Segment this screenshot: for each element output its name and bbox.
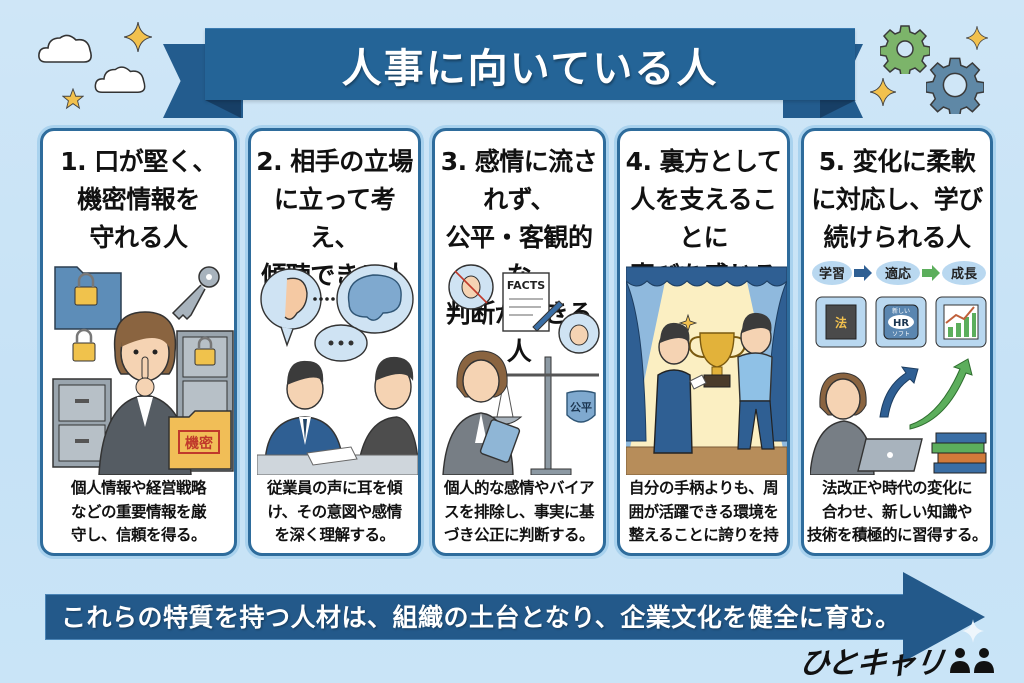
sparkle-icon <box>962 619 984 643</box>
people-icon <box>950 648 995 673</box>
step-learn: 学習 <box>819 266 845 282</box>
page-title: 人事に向いている人 <box>341 45 719 92</box>
card-1: 1. 口が堅く、 機密情報を 守れる人 機密 <box>40 128 237 556</box>
cloud-icon <box>38 34 92 63</box>
card-title: 4. 裏方として 人を支えることに 喜びを感じる人 <box>625 147 782 328</box>
software-label-top: 新しい <box>892 307 910 315</box>
card-title: 1. 口が堅く、 機密情報を 守れる人 <box>60 147 217 252</box>
facts-label: FACTS <box>507 279 545 292</box>
law-book-label: 法 <box>835 315 847 330</box>
card-5: 5. 変化に柔軟 に対応し、学び 続けられる人 学習 適応 成長 法 新しい H… <box>801 128 993 556</box>
card-description: 自分の手柄よりも、周 囲が活躍できる環境を 整えることに誇りを持つ。 <box>628 479 779 553</box>
card-title: 2. 相手の立場 に立って考え、 傾聴できる人 <box>256 147 413 290</box>
sparkle-icon <box>966 26 988 50</box>
card-description: 法改正や時代の変化に 合わせ、新しい知識や 技術を積極的に習得する。 <box>806 479 988 544</box>
illustration-learning-growth: 学習 適応 成長 法 新しい HR ソフト <box>810 261 987 475</box>
illustration-confidential-woman: 機密 <box>52 266 234 475</box>
title-ribbon: 人事に向いている人 <box>205 28 855 100</box>
sparkle-icon <box>870 78 896 106</box>
footer-message: これらの特質を持つ人材は、組織の土台となり、企業文化を健全に育む。 <box>61 603 901 632</box>
card-description: 個人的な感情やバイア スを排除し、事実に基 づき公正に判断する。 <box>443 479 595 544</box>
card-description: 従業員の声に耳を傾 け、その意図や感情 を深く理解する。 <box>266 479 403 544</box>
gear-icon <box>880 25 930 74</box>
illustration-fair-judgment: FACTS 公平 <box>442 264 600 475</box>
software-label-bottom: ソフト <box>892 331 910 338</box>
card-description: 個人情報や経営戦略 などの重要情報を厳 守し、信頼を得る。 <box>70 479 207 544</box>
stamp-label: 機密 <box>185 435 213 452</box>
card-title: 5. 変化に柔軟 に対応し、学び 続けられる人 <box>811 147 983 252</box>
logo-text: ひとキャリ <box>797 646 947 681</box>
cloud-icon <box>94 66 146 93</box>
step-grow: 成長 <box>951 266 978 282</box>
star-icon <box>62 88 84 110</box>
gear-icon <box>926 57 984 114</box>
fairness-label: 公平 <box>570 401 592 414</box>
illustration-trophy-stage <box>626 266 787 475</box>
step-adapt: 適応 <box>885 266 911 282</box>
sparkle-icon <box>124 22 152 52</box>
card-4: 4. 裏方として 人を支えることに 喜びを感じる人 自分の手柄よりも、周 囲が活… <box>617 128 790 556</box>
brand-logo: ひとキャリ <box>797 640 998 681</box>
arrow-shaft <box>45 594 905 640</box>
footer-arrow-banner: これらの特質を持つ人材は、組織の土台となり、企業文化を健全に育む。 <box>45 572 985 662</box>
illustration-listening-businessmen <box>257 264 418 475</box>
card-title: 3. 感情に流されず、 公平・客観的な 判断ができる人 <box>440 147 598 366</box>
card-2: 2. 相手の立場 に立って考え、 傾聴できる人 従業員の声に耳を傾 け、その意図… <box>248 128 421 556</box>
card-3: 3. 感情に流されず、 公平・客観的な 判断ができる人 FACTS 公平 個人的… <box>432 128 606 556</box>
software-label-hr: HR <box>893 318 909 329</box>
